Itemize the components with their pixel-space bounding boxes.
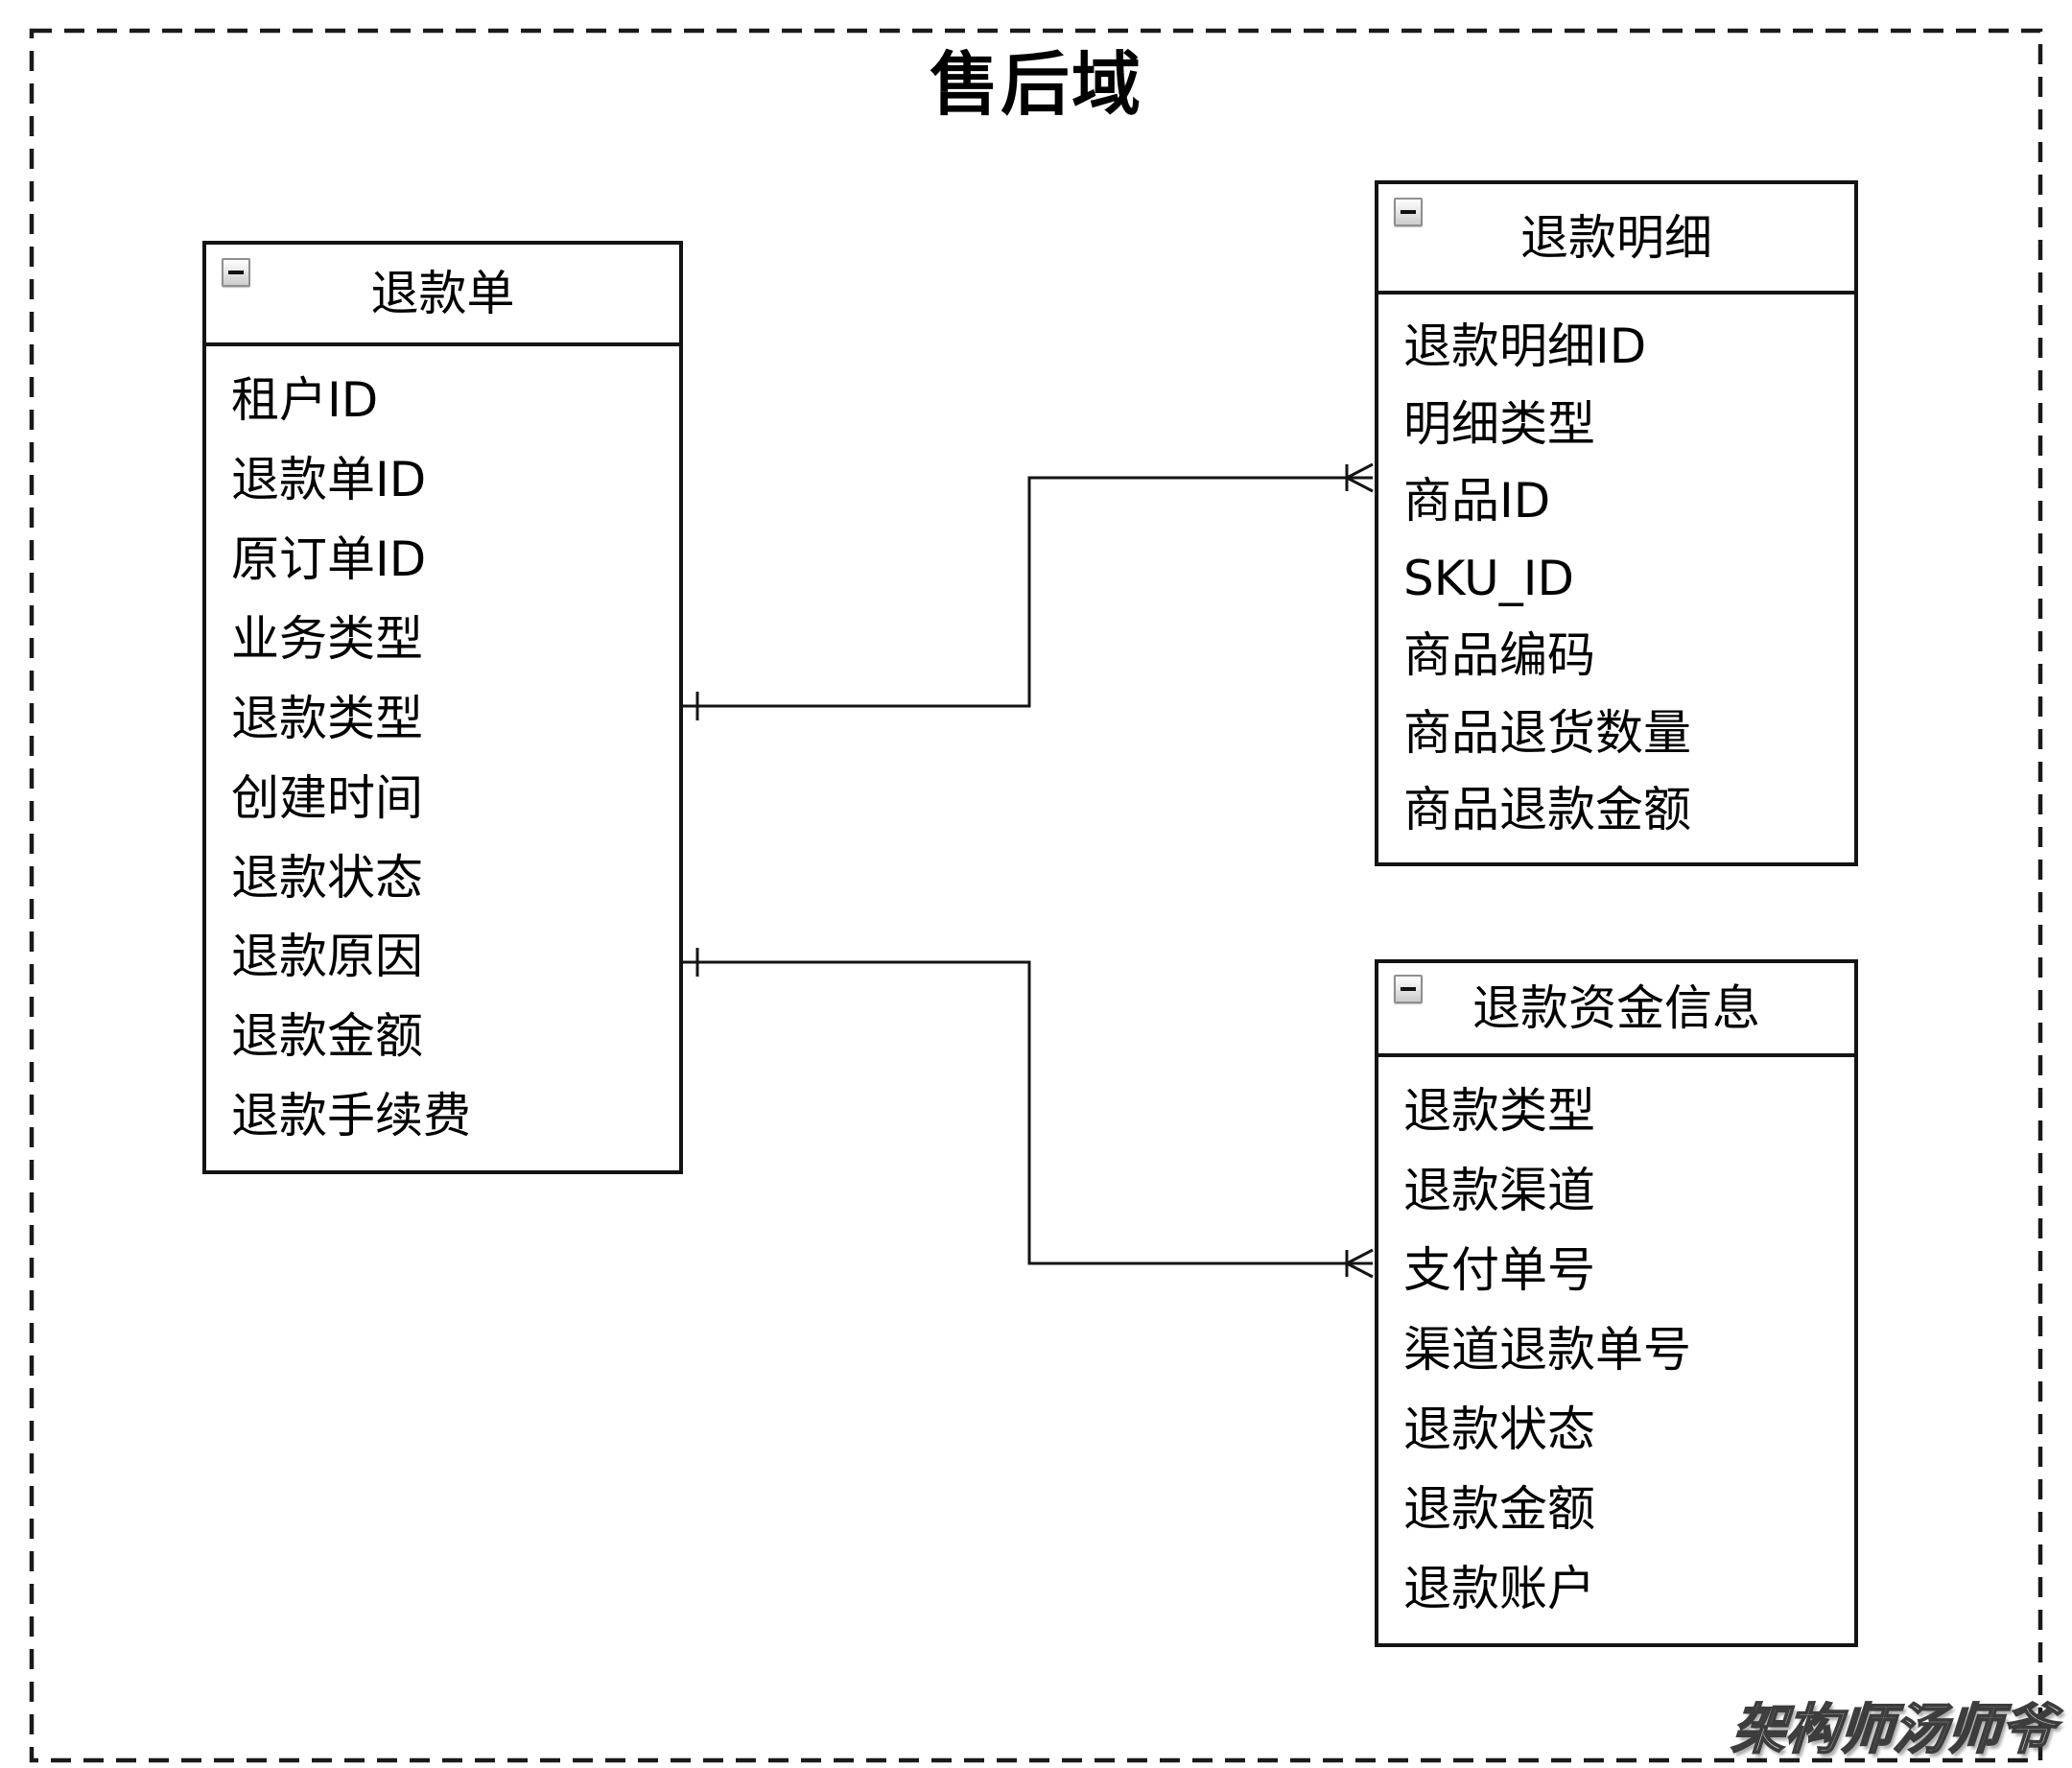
entity-field: 商品编码 [1403, 627, 1595, 684]
entity-field-list: 退款类型退款渠道支付单号渠道退款单号退款状态退款金额退款账户 [1378, 1057, 1854, 1643]
diagram-title: 售后域 [929, 44, 1142, 125]
minus-bar [228, 271, 244, 274]
entity-field: 租户ID [231, 372, 379, 429]
relationship-line [683, 960, 1373, 1265]
entity-refund-fund-info: 退款资金信息 退款类型退款渠道支付单号渠道退款单号退款状态退款金额退款账户 [1375, 959, 1858, 1647]
entity-header: 退款资金信息 [1378, 963, 1854, 1057]
entity-field: 退款类型 [1403, 1083, 1595, 1140]
entity-field: 退款手续费 [231, 1088, 471, 1144]
entity-field: 退款金额 [1403, 1481, 1595, 1538]
watermark: 架构师汤师爷 [1729, 1698, 2058, 1762]
entity-title: 退款明细 [1520, 209, 1712, 266]
entity-field-list: 退款明细ID 明细类型商品ID SKU_ID 商品编码商品退货数量商品退款金额 [1378, 295, 1854, 862]
entity-field: 退款账户 [1403, 1561, 1595, 1617]
minus-bar [1401, 987, 1416, 991]
entity-field: 商品退款金额 [1403, 782, 1691, 838]
entity-field: 退款单ID [231, 452, 427, 508]
entity-field: 明细类型 [1403, 395, 1595, 452]
entity-title: 退款资金信息 [1472, 980, 1760, 1036]
entity-field: 退款类型 [231, 690, 423, 746]
entity-field: 商品退货数量 [1403, 704, 1691, 761]
collapse-minus-icon[interactable] [1394, 198, 1423, 226]
entity-field: 退款明细ID [1403, 318, 1647, 375]
entity-field: 商品ID [1403, 473, 1551, 530]
entity-refund-detail: 退款明细 退款明细ID 明细类型商品ID SKU_ID 商品编码商品退货数量商品退款金… [1375, 180, 1858, 866]
entity-header: 退款单 [206, 245, 679, 346]
entity-field: 业务类型 [231, 610, 423, 667]
collapse-minus-icon[interactable] [1394, 975, 1423, 1003]
entity-field: 创建时间 [231, 769, 423, 826]
collapse-minus-icon[interactable] [222, 258, 250, 287]
entity-field: 退款金额 [231, 1008, 423, 1065]
entity-field: 退款状态 [231, 849, 423, 906]
relationship-refund-order-to-refund-fund-info [683, 948, 1374, 1279]
relationship-refund-order-to-refund-detail [683, 462, 1374, 720]
relationship-line [683, 476, 1373, 708]
entity-field-list: 租户ID 退款单ID 原订单ID 业务类型退款类型创建时间退款状态退款原因退款金额退款… [206, 346, 679, 1170]
entity-title: 退款单 [370, 266, 515, 321]
minus-bar [1401, 210, 1416, 214]
entity-field: 退款原因 [231, 929, 423, 985]
entity-field: 退款渠道 [1403, 1163, 1595, 1219]
entity-field: SKU_ID [1403, 550, 1575, 606]
crow-foot-many-icon [1343, 462, 1374, 493]
entity-field: 原订单ID [231, 531, 427, 588]
entity-field: 退款状态 [1403, 1402, 1595, 1458]
entity-field: 渠道退款单号 [1403, 1322, 1691, 1379]
crow-foot-many-icon [1343, 1248, 1374, 1279]
entity-header: 退款明细 [1378, 184, 1854, 295]
entity-field: 支付单号 [1403, 1242, 1595, 1299]
entity-refund-order: 退款单 租户ID 退款单ID 原订单ID 业务类型退款类型创建时间退款状态退款原因退款… [202, 241, 683, 1174]
